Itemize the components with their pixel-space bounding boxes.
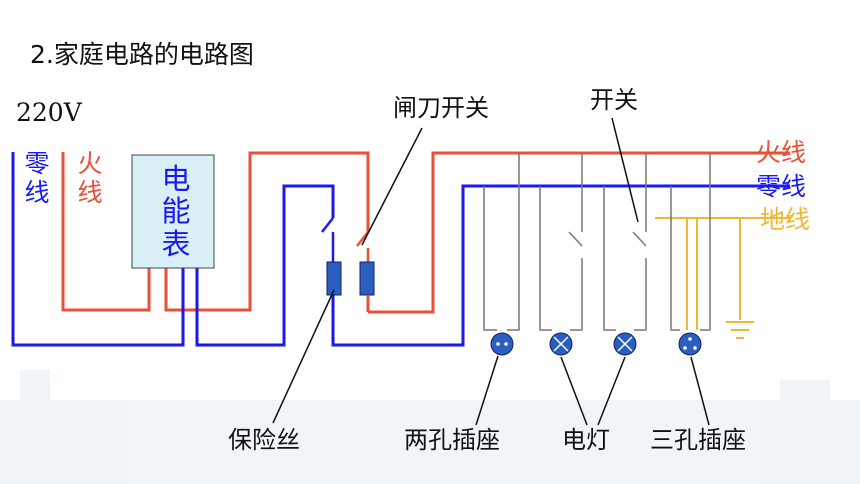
three-hole-socket-label: 三孔插座 — [650, 426, 746, 454]
neutral-line-label: 零线 — [756, 172, 807, 201]
voltage-label: 220V — [16, 98, 82, 127]
live-line-label: 火线 — [756, 138, 807, 167]
background-skyline — [0, 370, 860, 484]
two-hole-socket — [490, 332, 514, 356]
two-hole-socket-label: 两孔插座 — [404, 426, 500, 454]
lamp-label: 电灯 — [562, 426, 610, 454]
supply-neutral-label: 零线 — [24, 149, 50, 207]
knife-switch-label: 闸刀开关 — [393, 94, 489, 122]
knife-switch-live-blade — [356, 231, 370, 262]
earth-line-label: 地线 — [760, 205, 811, 234]
lamp-1 — [549, 332, 573, 356]
neutral-wire — [11, 152, 790, 347]
supply-live-label: 火线 — [77, 149, 103, 207]
pointer-lines — [272, 117, 710, 426]
three-hole-socket — [678, 332, 702, 356]
switch-label: 开关 — [590, 86, 638, 114]
live-wire — [61, 151, 790, 314]
page-title: 2.家庭电路的电路图 — [30, 40, 254, 69]
lamp-2 — [613, 332, 637, 356]
fuse-neutral — [326, 261, 342, 296]
fuse-label: 保险丝 — [228, 426, 300, 454]
earth-wire — [655, 217, 790, 339]
electricity-meter — [131, 154, 215, 269]
branch-wires — [483, 153, 711, 331]
meter-label: 电能表 — [161, 162, 191, 261]
knife-switch — [321, 217, 335, 262]
fuse-live — [359, 261, 375, 296]
